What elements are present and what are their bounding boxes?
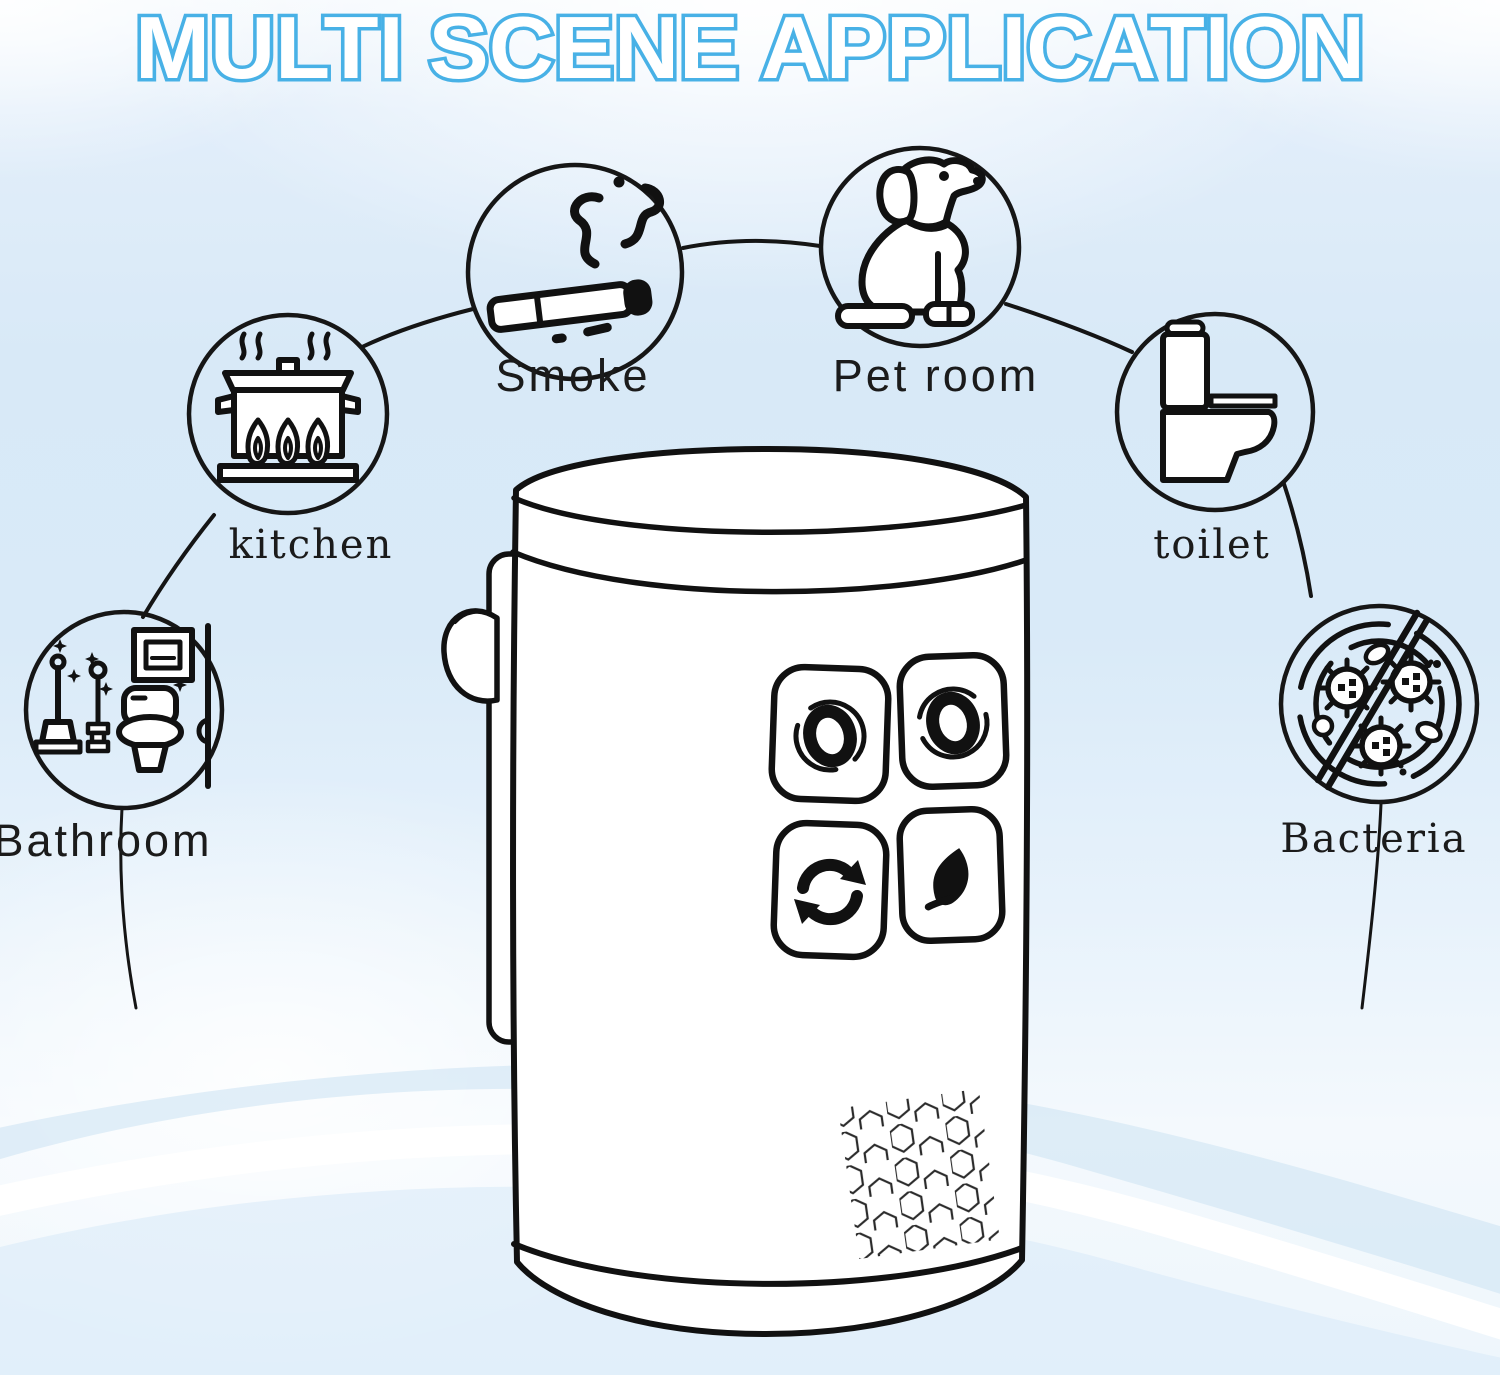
honeycomb-speaker-grille (838, 1088, 1000, 1260)
prohibition-slash (1314, 609, 1421, 784)
wall-plug-prong-icon (441, 608, 500, 704)
connector-line (681, 239, 822, 250)
scene-circle-smoke (465, 162, 685, 382)
connector-line (360, 307, 475, 349)
germ-icon (1350, 715, 1412, 777)
sparkle-icon (53, 639, 187, 696)
no-bacteria-icon (1296, 609, 1462, 791)
scene-circle-kitchen (186, 312, 390, 516)
toilet-icon (1160, 319, 1278, 483)
scene-circle-toilet (1114, 311, 1316, 513)
dial-button-right (896, 652, 1010, 790)
mini-toilet-icon (116, 685, 184, 773)
prohibition-slash (1324, 616, 1431, 791)
bathroom-cleaning-icon (33, 623, 211, 789)
fan-speed-dial-icon (916, 686, 990, 760)
scene-label-bacteria: Bacteria (1280, 816, 1468, 862)
connector-line (1360, 802, 1383, 1010)
connector-line (119, 806, 138, 1010)
scene-circle-bacteria (1278, 603, 1480, 805)
scene-label-smoke: Smoke (495, 350, 651, 401)
flame-icon (245, 417, 331, 466)
cigarette-smoke-icon (486, 176, 664, 344)
scene-label-toilet: toilet (1153, 522, 1271, 568)
cycle-button (770, 819, 890, 961)
dial-button-left (768, 663, 892, 805)
scene-label-pet-room: Pet room (832, 350, 1040, 401)
germ-icon (1316, 657, 1378, 719)
plug-highlight-line (453, 609, 493, 624)
plunger-icon (33, 653, 83, 755)
connector-line (141, 513, 216, 619)
door-handle-icon (196, 717, 211, 745)
connector-arcs (119, 239, 1383, 1010)
scene-label-kitchen: kitchen (228, 522, 394, 568)
scene-circle-bathroom (23, 609, 225, 811)
sitting-dog-icon (835, 156, 986, 329)
cooking-pot-flames-icon (215, 331, 361, 483)
germ-icon (1380, 651, 1442, 713)
page-title: MULTI SCENE APPLICATION (135, 0, 1365, 97)
wave-band (0, 1064, 1500, 1294)
lid-front-edge-line (511, 495, 1029, 536)
scene-circle-pet-room (818, 145, 1022, 349)
scene-label-bathroom: Bathroom (0, 815, 213, 866)
device-buttons (768, 652, 1010, 961)
base-band-line (511, 1241, 1025, 1287)
connector-line (1282, 482, 1313, 598)
auto-cycle-arrows-icon (794, 858, 866, 926)
fan-speed-dial-icon (793, 699, 867, 773)
leaf-icon (924, 848, 969, 911)
connector-line (1004, 302, 1134, 354)
air-purifier-device (441, 446, 1031, 1337)
toilet-brush-icon (85, 660, 111, 754)
collar-band-line (510, 549, 1029, 595)
